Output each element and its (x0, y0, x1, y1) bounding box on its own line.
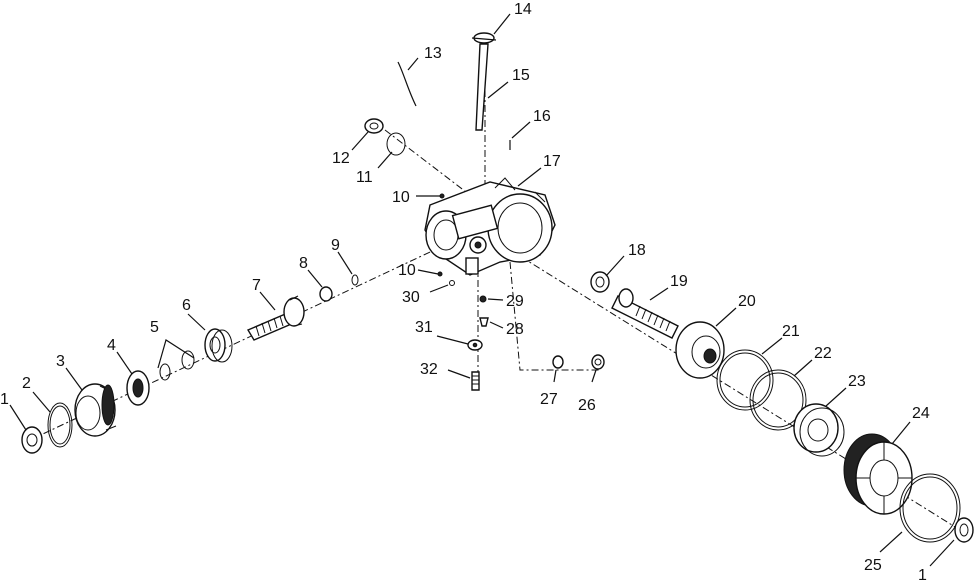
part-4-bearing (126, 370, 150, 406)
part-32-bolt (471, 371, 480, 391)
callout-1-left: 1 (0, 391, 9, 408)
callout-13: 13 (424, 45, 442, 62)
part-8-spacer (319, 286, 333, 302)
part-7-pinion-shaft (246, 295, 305, 341)
callout-9: 9 (331, 237, 340, 254)
callout-10-lower: 10 (398, 262, 416, 279)
callout-7: 7 (252, 277, 261, 294)
callout-14: 14 (514, 1, 532, 18)
part-20-flange (675, 321, 725, 379)
callout-24: 24 (912, 405, 930, 422)
part-12-seal (364, 118, 384, 134)
callout-18: 18 (628, 242, 646, 259)
callout-23: 23 (848, 373, 866, 390)
callout-2: 2 (22, 375, 31, 392)
callout-22: 22 (814, 345, 832, 362)
part-1-washer-left (21, 426, 43, 454)
callout-4: 4 (107, 337, 116, 354)
callout-31: 31 (415, 319, 433, 336)
part-2-o-ring (47, 402, 73, 448)
part-29-washer (479, 295, 487, 303)
callout-26: 26 (578, 397, 596, 414)
callout-3: 3 (56, 353, 65, 370)
part-1-washer-right (954, 517, 974, 543)
callout-6: 6 (182, 297, 191, 314)
part-27-washer (552, 355, 564, 369)
part-11-o-ring (386, 132, 406, 156)
part-31-washer (467, 339, 483, 351)
leader-lines (9, 13, 955, 567)
part-15-vent-hose (475, 43, 489, 131)
callout-5: 5 (150, 319, 159, 336)
part-19-output-shaft (611, 288, 679, 339)
centerlines (29, 60, 961, 531)
callout-28: 28 (506, 321, 524, 338)
part-21-shim (716, 349, 774, 411)
part-24-ring-gear (843, 433, 913, 515)
callout-17: 17 (543, 153, 561, 170)
callout-21: 21 (782, 323, 800, 340)
part-26-nut (591, 354, 605, 370)
callout-labels: 1 2 3 4 5 6 7 8 9 10 10 11 12 13 14 15 1… (0, 1, 930, 582)
callout-1-right: 1 (918, 567, 927, 582)
part-18-seal (590, 271, 610, 293)
callout-11: 11 (356, 169, 373, 186)
part-3-housing-cap (74, 383, 117, 437)
part-9-shim (351, 274, 359, 286)
callout-32: 32 (420, 361, 438, 378)
callout-12: 12 (332, 150, 350, 167)
callout-15: 15 (512, 67, 530, 84)
callout-19: 19 (670, 273, 688, 290)
part-30-plug (449, 280, 455, 286)
callout-8: 8 (299, 255, 308, 272)
callout-25: 25 (864, 557, 882, 574)
part-5-snap-rings (157, 339, 195, 381)
part-13-wire (397, 61, 417, 107)
part-6-bearing-seal (204, 328, 233, 363)
callout-30: 30 (402, 289, 420, 306)
callout-10-upper: 10 (392, 189, 410, 206)
part-22-o-ring (749, 369, 807, 431)
part-28-screw (479, 317, 489, 327)
callout-29: 29 (506, 293, 524, 310)
callout-20: 20 (738, 293, 756, 310)
part-14-clamp (471, 32, 497, 44)
part-23-bearing (793, 403, 845, 457)
callout-16: 16 (533, 108, 551, 125)
callout-27: 27 (540, 391, 558, 408)
part-17-gearcase-housing (424, 177, 556, 276)
part-25-o-ring (899, 473, 961, 543)
